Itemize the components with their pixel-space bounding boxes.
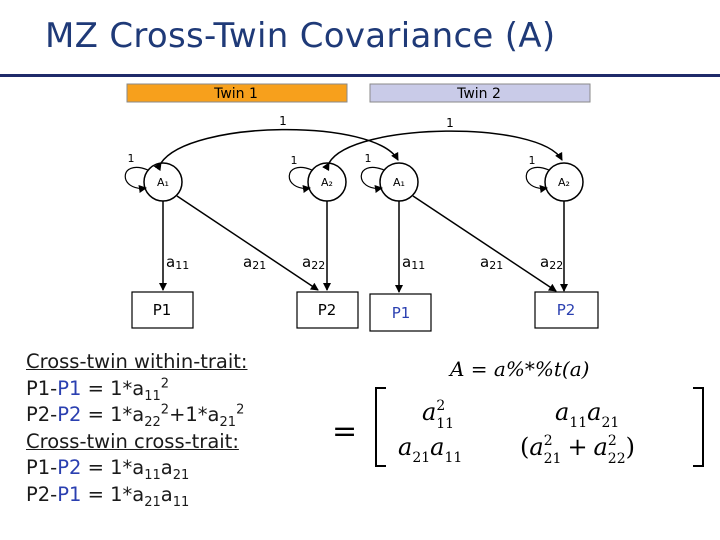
latent-a1-twin2-label: A₁ bbox=[393, 176, 405, 189]
cov-arc-a1 bbox=[153, 128, 399, 172]
observed-p2-twin1 bbox=[296, 291, 359, 329]
matrix-cell-1-2: a11a21 bbox=[555, 398, 619, 431]
observed-p2-twin1-label: P2 bbox=[318, 301, 337, 319]
covariance-notes: Cross-twin within-trait: P1-P1 = 1*a112 … bbox=[26, 349, 248, 508]
coef-a21-twin2: a21 bbox=[480, 253, 503, 272]
variance-loop-a1-twin2 bbox=[360, 167, 385, 193]
variance-a2-twin1-label: 1 bbox=[291, 154, 298, 167]
twin1-bar bbox=[126, 83, 348, 103]
observed-p1-twin1-label: P1 bbox=[153, 301, 172, 319]
observed-p2-twin2-label: P2 bbox=[557, 301, 576, 319]
coef-a11-twin2: a11 bbox=[402, 253, 425, 272]
latent-a2-twin1-label: A₂ bbox=[321, 176, 333, 189]
observed-p1-twin1 bbox=[131, 291, 194, 329]
observed-p1-twin2 bbox=[369, 293, 432, 332]
note-p2-p2: P2-P2 = 1*a222+1*a212 bbox=[26, 402, 245, 430]
variance-loop-a2-twin2 bbox=[525, 167, 550, 193]
observed-p2-twin2 bbox=[534, 291, 599, 329]
variance-loop-a1-twin1 bbox=[124, 167, 149, 193]
path-a21-twin2 bbox=[412, 195, 557, 292]
title-divider bbox=[0, 74, 720, 77]
note-p2-p1: P2-P1 = 1*a21a11 bbox=[26, 482, 190, 510]
coef-a22-twin2: a22 bbox=[540, 253, 563, 272]
note-p1-p1: P1-P1 = 1*a112 bbox=[26, 376, 170, 404]
variance-a2-twin2-label: 1 bbox=[529, 154, 536, 167]
variance-a1-twin1-label: 1 bbox=[128, 152, 135, 165]
cross-trait-header: Cross-twin cross-trait: bbox=[26, 429, 239, 453]
variance-loop-a2-twin1 bbox=[288, 167, 313, 193]
twin1-label: Twin 1 bbox=[213, 86, 258, 102]
coef-a22-twin1: a22 bbox=[302, 253, 325, 272]
cov-a1-label: 1 bbox=[279, 114, 287, 128]
page-title: MZ Cross-Twin Covariance (A) bbox=[45, 16, 556, 56]
right-bracket bbox=[693, 387, 704, 467]
left-bracket bbox=[375, 387, 386, 467]
matrix-cell-2-1: a21a11 bbox=[398, 433, 462, 466]
formula-lhs: A = a%*%t(a) bbox=[448, 357, 589, 381]
path-a21-twin1 bbox=[176, 195, 319, 291]
coef-a11-twin1: a11 bbox=[166, 253, 189, 272]
twin2-bar bbox=[369, 83, 591, 103]
latent-a1-twin1-label: A₁ bbox=[157, 176, 169, 189]
formula-equals: = bbox=[332, 414, 357, 449]
variance-a1-twin2-label: 1 bbox=[365, 152, 372, 165]
cov-a2-label: 1 bbox=[446, 116, 454, 130]
observed-p1-twin2-label: P1 bbox=[392, 304, 411, 322]
note-p1-p2: P1-P2 = 1*a11a21 bbox=[26, 456, 190, 483]
twin2-label: Twin 2 bbox=[456, 86, 501, 102]
cov-arc-a2 bbox=[322, 130, 563, 172]
within-trait-header: Cross-twin within-trait: bbox=[26, 350, 248, 373]
coef-a21-twin1: a21 bbox=[243, 253, 266, 272]
latent-a2-twin2-label: A₂ bbox=[558, 176, 570, 189]
